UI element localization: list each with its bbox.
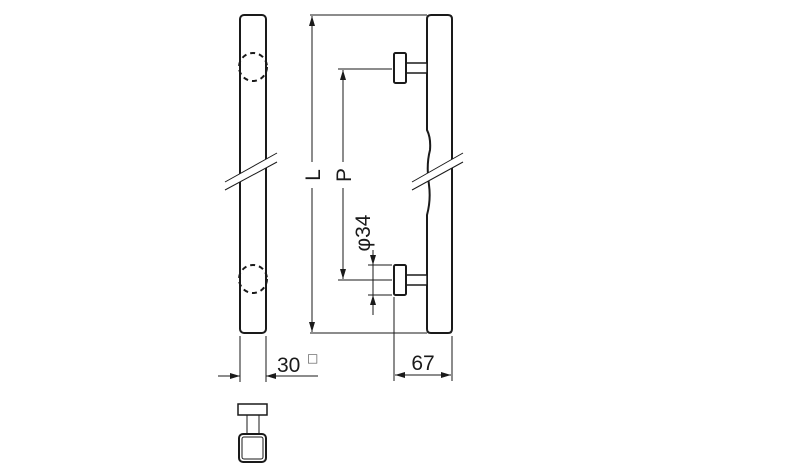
dimension-projection: 67 xyxy=(393,297,453,381)
top-post-hidden-outline xyxy=(238,52,268,82)
plan-view xyxy=(237,403,268,463)
dimension-bar-size: 30 □ xyxy=(218,336,318,382)
front-view-bar xyxy=(426,14,453,334)
break-line xyxy=(411,161,464,191)
top-post-stem xyxy=(405,62,428,74)
break-line xyxy=(411,152,464,183)
square-symbol: □ xyxy=(307,351,318,365)
break-line xyxy=(224,161,278,191)
dimension-length: L xyxy=(302,14,427,334)
plan-post-cap xyxy=(237,403,268,416)
bottom-post-stem xyxy=(405,274,428,286)
dimension-label-projection: 67 xyxy=(411,352,434,375)
top-post-cap xyxy=(393,52,407,84)
dimension-label-pitch: P xyxy=(333,168,356,182)
side-view xyxy=(222,14,282,334)
dimension-post-diameter: φ34 xyxy=(352,214,392,315)
plan-bar-inner xyxy=(241,436,264,460)
dimension-label-bar-size: 30 xyxy=(277,354,300,377)
plan-bar-section xyxy=(238,433,267,463)
front-view xyxy=(393,14,464,334)
dimension-label-length: L xyxy=(302,169,325,181)
dimension-label-post-diameter: φ34 xyxy=(352,214,375,251)
bottom-post-hidden-outline xyxy=(238,264,268,294)
break-line xyxy=(224,152,278,183)
dimension-pitch: P xyxy=(333,68,392,281)
bottom-post-cap xyxy=(393,264,407,296)
